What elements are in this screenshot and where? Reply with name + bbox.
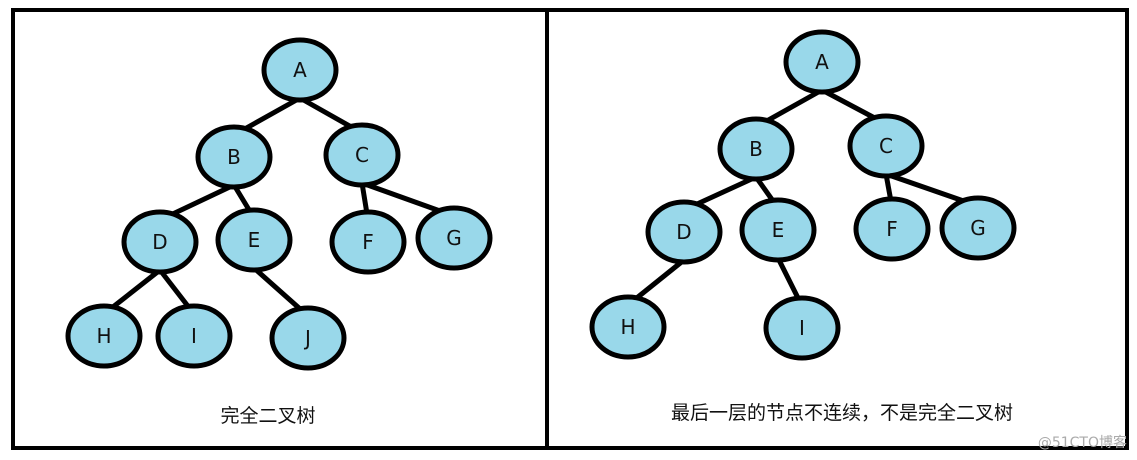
node-circle (215, 207, 293, 273)
node-circle (195, 124, 273, 190)
node-circle (155, 303, 233, 369)
node-label: H (620, 315, 635, 339)
node-circle (589, 294, 667, 360)
node-circle (763, 295, 841, 361)
tree-node-H: H (65, 303, 143, 369)
tree-node-D: D (121, 209, 199, 275)
node-circle (65, 303, 143, 369)
tree-node-G: G (415, 205, 493, 271)
tree-node-D: D (645, 199, 723, 265)
node-label: G (970, 216, 986, 240)
tree-node-I: I (763, 295, 841, 361)
right-panel-frame (545, 8, 1129, 450)
tree-node-G: G (939, 195, 1017, 261)
node-label: F (362, 230, 374, 254)
node-circle (415, 205, 493, 271)
node-label: A (815, 50, 829, 74)
node-circle (323, 122, 401, 188)
node-circle (939, 195, 1017, 261)
node-label: F (886, 217, 898, 241)
tree-node-B: B (195, 124, 273, 190)
node-circle (121, 209, 199, 275)
right-caption: 最后一层的节点不连续，不是完全二叉树 (670, 402, 1014, 424)
tree-node-F: F (329, 209, 407, 275)
node-circle (853, 196, 931, 262)
node-label: C (879, 134, 893, 158)
tree-node-B: B (717, 116, 795, 182)
tree-node-E: E (739, 197, 817, 263)
tree-node-I: I (155, 303, 233, 369)
node-label: I (191, 324, 197, 348)
node-label: G (446, 226, 462, 250)
node-circle (269, 305, 347, 371)
node-circle (739, 197, 817, 263)
node-circle (717, 116, 795, 182)
node-label: I (799, 316, 805, 340)
node-circle (645, 199, 723, 265)
tree-node-E: E (215, 207, 293, 273)
node-circle (261, 37, 339, 103)
left-caption: 完全二叉树 (220, 405, 316, 427)
node-circle (783, 29, 861, 95)
tree-node-J: J (269, 305, 347, 371)
node-label: D (676, 220, 691, 244)
node-label: B (749, 137, 763, 161)
tree-node-A: A (261, 37, 339, 103)
tree-node-F: F (853, 196, 931, 262)
node-label: J (303, 326, 311, 350)
node-circle (847, 113, 925, 179)
node-label: E (248, 228, 261, 252)
incomplete-binary-tree: A B C D E F G H I (589, 29, 1017, 361)
node-label: H (96, 324, 111, 348)
node-circle (329, 209, 407, 275)
node-label: A (293, 58, 307, 82)
node-label: D (152, 230, 167, 254)
tree-node-C: C (323, 122, 401, 188)
watermark: @51CTO博客 (1037, 435, 1127, 451)
node-label: C (355, 143, 369, 167)
node-label: E (772, 218, 785, 242)
tree-node-A: A (783, 29, 861, 95)
tree-node-H: H (589, 294, 667, 360)
node-label: B (227, 145, 241, 169)
complete-binary-tree: A B C D E F G H I J (65, 37, 493, 371)
tree-node-C: C (847, 113, 925, 179)
